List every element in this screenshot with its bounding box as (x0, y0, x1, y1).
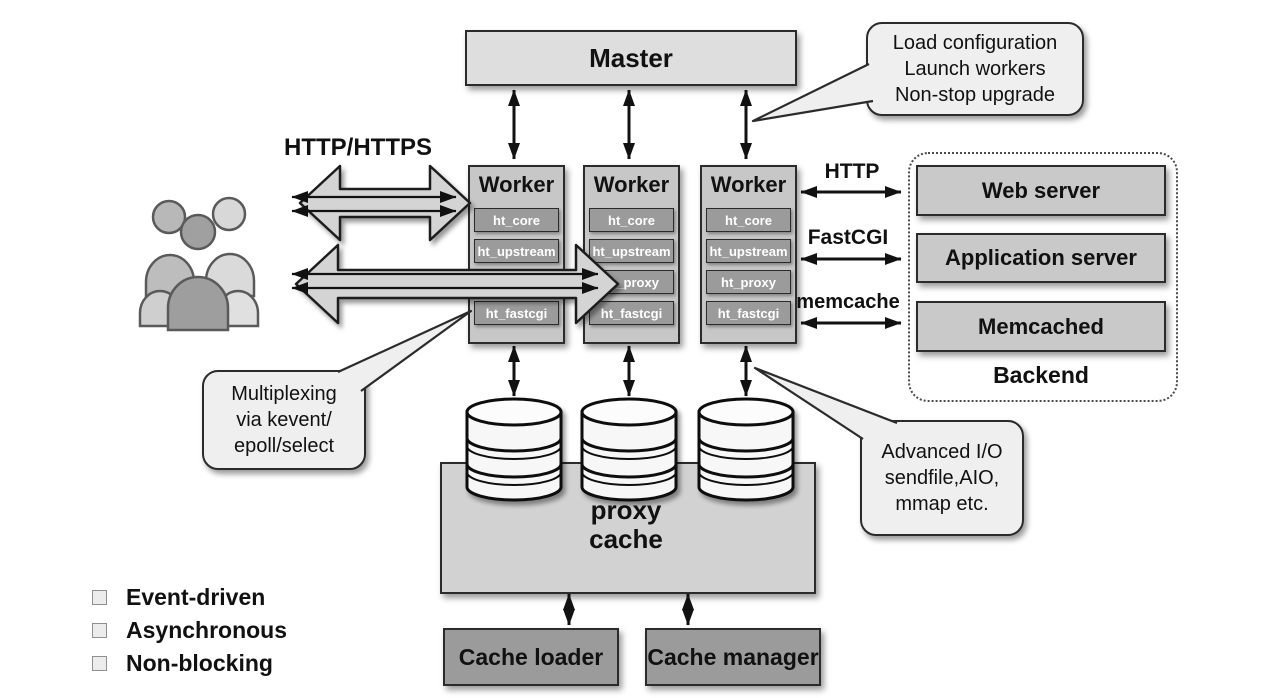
advanced-io-callout-line1: Advanced I/O (881, 441, 1003, 463)
master-worker-arrows (508, 89, 752, 160)
http-protocol-label: HTTP (824, 160, 880, 183)
feature-list: Event-driven Asynchronous Non-blocking (92, 584, 288, 676)
worker-module-ht-core: ht_core (706, 208, 791, 232)
worker-module-ht-proxy: ht_proxy (589, 270, 674, 294)
client-block-arrow-upper (298, 164, 472, 242)
master-label: Master (589, 42, 673, 73)
multiplexing-callout-bubble: Multiplexing via kevent/ epoll/select (202, 370, 366, 470)
worker-box-2: Worker ht_core ht_upstream ht_proxy ht_f… (583, 165, 680, 344)
memcache-protocol-label: memcache (796, 291, 900, 313)
list-item: Non-blocking (92, 650, 287, 676)
proxy-cache-label: proxy cache (440, 496, 812, 554)
multiplexing-callout-line2: via kevent/ (236, 409, 332, 431)
fastcgi-protocol-label: FastCGI (807, 226, 889, 249)
worker-box-1: Worker ht_core ht_upstream ht_proxy ht_f… (468, 165, 565, 344)
worker-module-ht-upstream: ht_upstream (706, 239, 791, 263)
cache-manager-label: Cache manager (647, 643, 819, 670)
master-callout-line3: Non-stop upgrade (894, 84, 1056, 106)
memcached-box: Memcached (916, 301, 1166, 352)
worker-box-3: Worker ht_core ht_upstream ht_proxy ht_f… (700, 165, 797, 344)
master-box: Master (465, 30, 797, 86)
square-bullet-icon (92, 656, 107, 671)
web-server-box: Web server (916, 165, 1166, 216)
square-bullet-icon (92, 590, 107, 605)
application-server-label: Application server (945, 245, 1137, 270)
client-block-arrow-lower (294, 243, 620, 325)
cache-manager-box: Cache manager (645, 628, 821, 686)
clients-protocol-label: HTTP/HTTPS (284, 134, 432, 161)
list-item: Event-driven (92, 584, 287, 610)
worker-module-ht-fastcgi: ht_fastcgi (706, 301, 791, 325)
worker-title: Worker (710, 172, 787, 197)
feature-label: Asynchronous (126, 617, 288, 643)
cache-loader-label: Cache loader (458, 643, 604, 670)
worker-title: Worker (593, 172, 670, 197)
feature-label: Event-driven (126, 584, 266, 610)
advanced-io-callout-line3: mmap etc. (895, 493, 989, 515)
worker-cache-arrows (508, 345, 752, 397)
master-callout-line2: Launch workers (904, 58, 1046, 80)
worker-module-ht-proxy: ht_proxy (474, 270, 559, 294)
proxy-cache-label-line2: cache (589, 524, 663, 554)
worker-module-ht-fastcgi: ht_fastcgi (474, 301, 559, 325)
proxy-loader-manager-arrows (563, 593, 694, 626)
multiplexing-callout-line1: Multiplexing (231, 383, 337, 405)
list-item: Asynchronous (92, 617, 288, 643)
worker-module-ht-core: ht_core (474, 208, 559, 232)
backend-group-label: Backend (993, 362, 1089, 388)
worker-module-ht-upstream: ht_upstream (474, 239, 559, 263)
backend-group-outline (908, 152, 1178, 402)
master-callout-line1: Load configuration (892, 32, 1058, 54)
square-bullet-icon (92, 623, 107, 638)
master-callout-bubble: Load configuration Launch workers Non-st… (866, 22, 1084, 116)
advanced-io-callout-bubble: Advanced I/O sendfile,AIO, mmap etc. (860, 420, 1024, 536)
users-icon (138, 196, 260, 332)
proxy-cache-label-line1: proxy (590, 495, 662, 525)
worker-module-ht-fastcgi: ht_fastcgi (589, 301, 674, 325)
worker-title: Worker (478, 172, 555, 197)
worker-module-ht-core: ht_core (589, 208, 674, 232)
web-server-label: Web server (981, 177, 1101, 203)
worker-module-ht-upstream: ht_upstream (589, 239, 674, 263)
application-server-box: Application server (916, 233, 1166, 283)
multiplexing-callout-line3: epoll/select (233, 435, 335, 457)
memcached-label: Memcached (978, 313, 1104, 339)
feature-label: Non-blocking (126, 650, 273, 676)
advanced-io-callout-line2: sendfile,AIO, (884, 467, 1000, 489)
cache-loader-box: Cache loader (443, 628, 619, 686)
worker-module-ht-proxy: ht_proxy (706, 270, 791, 294)
